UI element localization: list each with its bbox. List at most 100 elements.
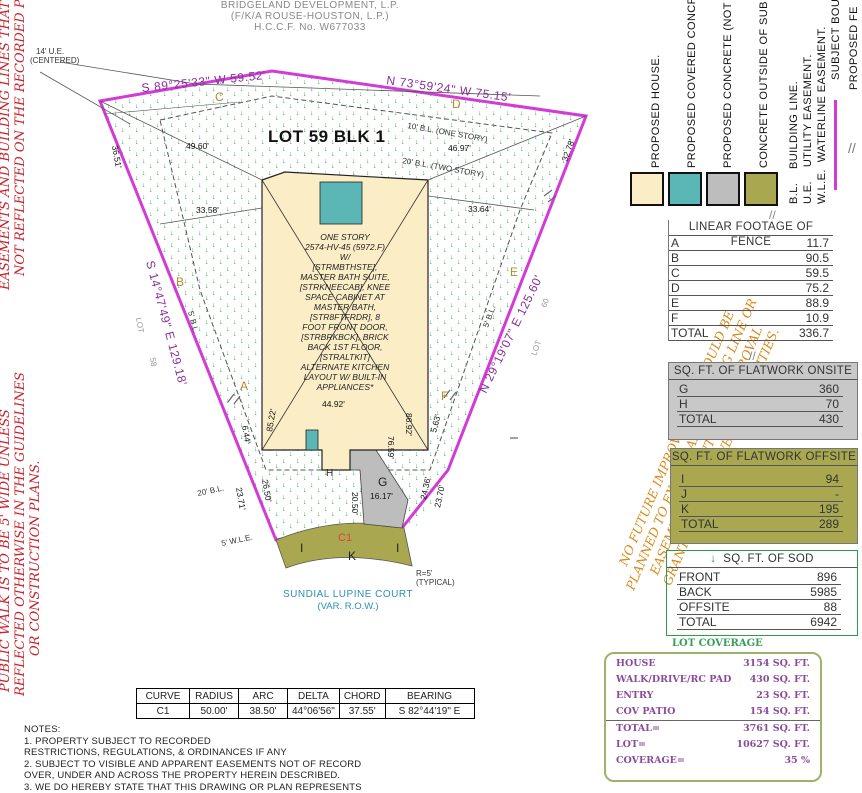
- dim-20-50: 20.50': [350, 492, 360, 515]
- curve-cell: 37.55': [339, 704, 385, 719]
- curve-cell: 38.50': [239, 704, 288, 719]
- curve-table-row: C1 50.00' 38.50' 44°06'56" 37.55' S 82°4…: [137, 704, 475, 719]
- lot-60-label: 60: [539, 297, 551, 309]
- curve-cell: 50.00': [190, 704, 239, 719]
- abbr-ue: U.E. UTILITY EASEMENT.: [802, 54, 814, 204]
- svg-text:[STRALTKIT]: [STRALTKIT]: [319, 352, 371, 362]
- svg-text:LAYOUT W/ BUILT-IN: LAYOUT W/ BUILT-IN: [304, 372, 387, 382]
- notes-line: 1. PROPERTY SUBJECT TO RECORDED: [24, 736, 362, 748]
- onsite-table-marker: //: [749, 349, 756, 363]
- curve-cell: C1: [137, 704, 190, 719]
- coverage-row-total: TOTAL=3761 SQ. FT.: [606, 721, 820, 737]
- fence-letter-b: B: [176, 275, 184, 289]
- svg-text:MASTER BATH,: MASTER BATH,: [314, 302, 376, 312]
- legend-house-label: PROPOSED HOUSE.: [650, 54, 662, 168]
- dim-23-71: 23.71': [234, 487, 248, 512]
- legend-fence-label: PROPOSED FE: [848, 6, 860, 90]
- area-letter-k: K: [348, 549, 356, 563]
- street-row: (VAR. R.O.W.): [317, 601, 378, 612]
- sod-table-title: ↓ SQ. FT. OF SOD: [667, 551, 857, 568]
- legend-concrete-swatch: [706, 172, 740, 206]
- fence-letter-d: D: [452, 97, 461, 111]
- notes-line: RESTRICTIONS, REGULATIONS, & ORDINANCES …: [24, 747, 362, 759]
- lot-title: LOT 59 BLK 1: [268, 127, 385, 146]
- svg-text:FOOT FRONT DOOR,: FOOT FRONT DOOR,: [302, 322, 387, 332]
- legend-covered-swatch: [668, 172, 702, 206]
- legend-covered-label: PROPOSED COVERED CONCR: [686, 0, 698, 168]
- dim-86-92: 86.92': [404, 413, 414, 436]
- onsite-table-title: SQ. FT. OF FLATWORK ONSITE: [669, 363, 857, 380]
- curve-header-cell: ARC: [239, 689, 288, 704]
- svg-text:[STRKNEECAB], KNEE: [STRKNEECAB], KNEE: [299, 282, 391, 292]
- area-letter-i: I: [300, 541, 303, 555]
- lot-coverage-title: LOT COVERAGE: [672, 638, 763, 649]
- svg-text:BACK 1ST FLOOR,: BACK 1ST FLOOR,: [307, 342, 382, 352]
- fence-letter-a: A: [240, 379, 248, 393]
- covered-entry: [306, 430, 318, 450]
- notes-line: OVER, UNDER AND ACROSS THE PROPERTY HERE…: [24, 770, 362, 782]
- lot-58-number: 58: [148, 357, 159, 368]
- street-name: SUNDIAL LUPINE COURT: [283, 589, 413, 600]
- legend-concrete-label: PROPOSED CONCRETE (NOT: [722, 2, 734, 168]
- covered-patio: [320, 182, 362, 224]
- fence-letter-e: E: [510, 265, 518, 279]
- radius-label: R=5'(TYPICAL): [416, 569, 455, 587]
- coverage-row-lot: LOT=10627 SQ. FT.: [606, 737, 820, 753]
- legend-fence-symbol: //: [848, 140, 856, 156]
- notes-line: 3. WE DO HEREBY STATE THAT THIS DRAWING …: [24, 782, 362, 793]
- legend-offsite-swatch: [744, 172, 778, 206]
- svg-text:[STRBRKBCK], BRICK: [STRBRKBCK], BRICK: [300, 332, 389, 342]
- curve-cell: S 82°44'19" E: [385, 704, 474, 719]
- ue-label: 14' U.E.(CENTERED): [30, 47, 80, 65]
- fence-table-marker: //: [769, 208, 776, 222]
- svg-text:2574-HV-45 (5972.F): 2574-HV-45 (5972.F): [304, 242, 385, 252]
- svg-text:[STRMBTHSTE],: [STRMBTHSTE],: [312, 262, 378, 272]
- legend-house-swatch: [630, 172, 664, 206]
- svg-text:ONE STORY: ONE STORY: [320, 232, 371, 242]
- curve-header-cell: BEARING: [385, 689, 474, 704]
- curve-table: CURVE RADIUS ARC DELTA CHORD BEARING C1 …: [136, 688, 475, 719]
- svg-text:W/: W/: [340, 252, 352, 262]
- dim-49-60: 49.60': [186, 141, 209, 151]
- fence-table-title: LINEAR FOOTAGE OF FENCE: [669, 220, 833, 236]
- lot-60-number: LOT: [529, 339, 543, 357]
- curve-header-cell: RADIUS: [190, 689, 239, 704]
- wle-label: 5' W.L.E.: [221, 533, 254, 548]
- svg-text:SPACE CABINET AT: SPACE CABINET AT: [305, 292, 385, 302]
- notes-title: NOTES:: [24, 724, 362, 736]
- bl20-label: 20' B.L.: [197, 484, 225, 498]
- offsite-row: J-: [679, 487, 843, 502]
- svg-text:ALTERNATE KITCHEN: ALTERNATE KITCHEN: [300, 362, 390, 372]
- curve-cell: 44°06'56": [288, 704, 340, 719]
- svg-text:APPLIANCES*: APPLIANCES*: [316, 382, 374, 392]
- notes-line: 2. SUBJECT TO VISIBLE AND APPARENT EASEM…: [24, 759, 362, 771]
- fence-letter-f: F: [441, 389, 448, 403]
- legend: PROPOSED HOUSE. PROPOSED COVERED CONCR P…: [630, 0, 862, 210]
- curve-c1-label: C1: [338, 532, 352, 544]
- fence-letter-c: C: [215, 90, 224, 104]
- offsite-table-title: SQ. FT. OF FLATWORK OFFSITE: [671, 449, 857, 466]
- curve-header-cell: CURVE: [137, 689, 190, 704]
